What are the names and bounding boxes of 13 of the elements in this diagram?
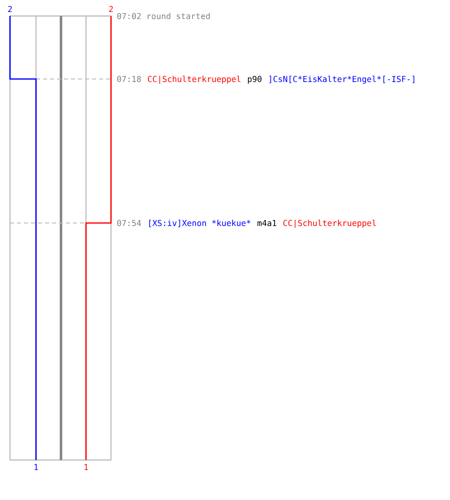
timestamp: 07:18 — [117, 76, 141, 82]
player-name: [XS:iv]Xenon *kuekue* — [149, 220, 250, 228]
player-name: CC|Schulterkrueppel — [283, 220, 376, 228]
player-count: 2 — [109, 6, 113, 12]
event-text: 07:02 round started — [117, 12, 210, 20]
player-count: 2 — [8, 6, 12, 12]
weapon-name: m4a1 — [258, 220, 276, 226]
timestamp: 07:54 — [117, 220, 141, 226]
player-count: 1 — [84, 464, 88, 470]
player-count: 1 — [34, 464, 38, 470]
weapon-name: p90 — [248, 76, 262, 84]
player-name: ]CsN[C*EisKalter*Engel*[-ISF-] — [269, 76, 414, 84]
player-name: CC|Schulterkrueppel — [148, 76, 240, 84]
